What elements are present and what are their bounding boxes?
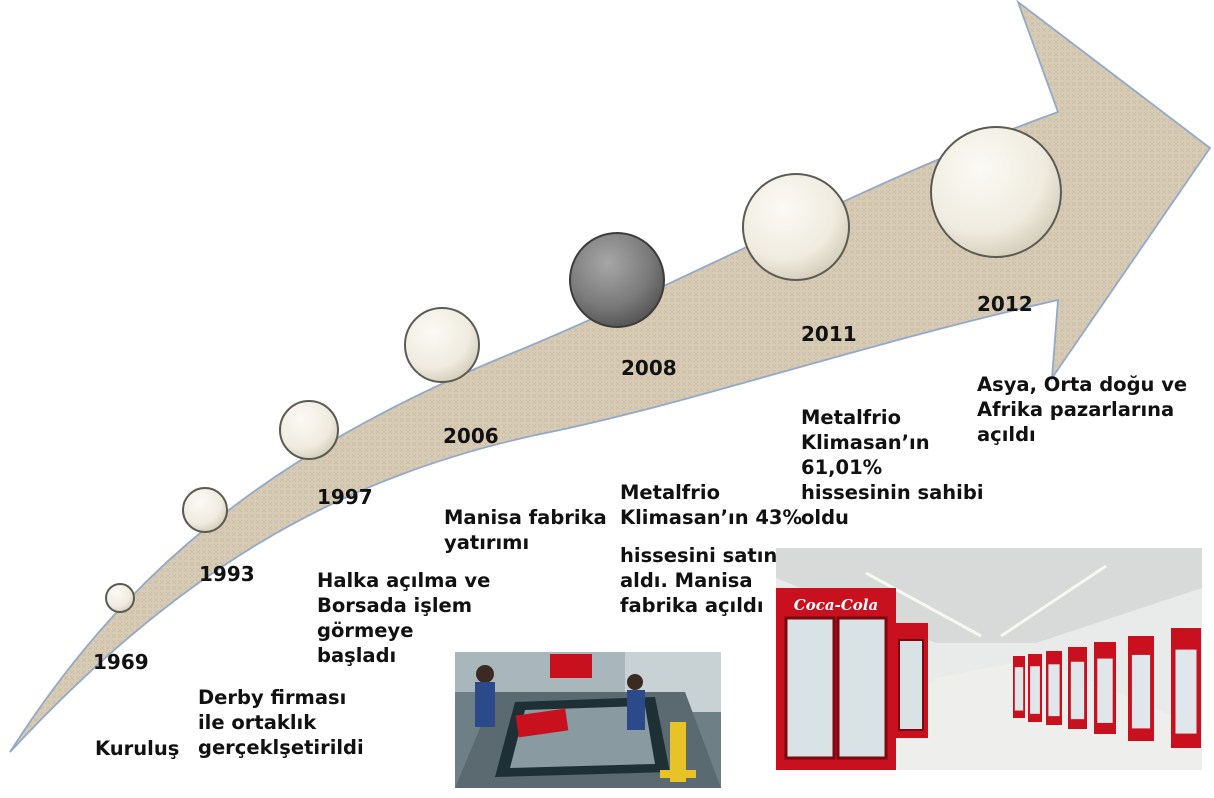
milestone-year-2011: 2011 [801, 322, 857, 346]
factory-photo [455, 652, 721, 788]
milestone-description-line: Borsada işlem [317, 594, 473, 617]
milestone-description-line: Klimasan’ın 43% [620, 506, 803, 529]
milestone-description-line: Derby firması [198, 686, 347, 709]
milestone-year-2012: 2012 [977, 292, 1033, 316]
milestone-description-line: görmeye [317, 619, 414, 642]
coca-cola-cooler-second [894, 623, 928, 738]
brand-logo-text: Coca-Cola [794, 596, 878, 614]
milestone-description-line: aldı. Manisa [620, 569, 753, 592]
milestone-description-line: hissesinin sahibi [801, 481, 984, 504]
cooler-glass-door [1175, 649, 1197, 734]
milestone-marker-2006 [404, 307, 480, 383]
milestone-description-line: yatırımı [444, 531, 530, 554]
milestone-description-line: Klimasan’ın [801, 431, 930, 454]
milestone-description-line: Afrika pazarlarına [977, 398, 1175, 421]
milestone-description-line: gerçeklşetirildi [198, 736, 364, 759]
milestone-year-1993: 1993 [199, 562, 255, 586]
milestone-description-line: hissesini satın [620, 544, 778, 567]
milestone-description-line: Manisa fabrika [444, 506, 607, 529]
milestone-marker-1969 [105, 583, 135, 613]
milestone-marker-2008 [569, 232, 665, 328]
milestone-marker-2012 [930, 126, 1062, 258]
milestone-year-1997: 1997 [317, 485, 373, 509]
milestone-description-line: oldu [801, 506, 849, 529]
cooler-glass-door [1014, 667, 1024, 711]
milestone-description-line: fabrika açıldı [620, 594, 764, 617]
milestone-description-line: ile ortaklık [198, 711, 317, 734]
milestone-description-line: Asya, Orta doğu ve [977, 373, 1188, 396]
milestone-marker-2011 [742, 173, 850, 281]
milestone-description-line: Metalfrio [620, 481, 720, 504]
milestone-description-line: Metalfrio [801, 406, 901, 429]
cooler-glass-door [1097, 658, 1113, 723]
cooler-glass-door [1070, 661, 1085, 720]
milestone-marker-1993 [182, 487, 228, 533]
milestone-marker-1997 [279, 400, 339, 460]
cooler-glass-door [1048, 664, 1060, 717]
milestone-year-1969: 1969 [93, 650, 149, 674]
milestone-description-line: Halka açılma ve [317, 569, 491, 592]
cooler-glass-door [1131, 654, 1151, 729]
milestone-year-2008: 2008 [621, 356, 677, 380]
milestone-description-line: 61,01% [801, 456, 883, 479]
milestone-description-line: başladı [317, 644, 397, 667]
coca-cola-cooler-front: Coca-Cola [776, 588, 896, 770]
cooler-glass-door [1030, 666, 1040, 714]
milestone-description-line: açıldı [977, 423, 1036, 446]
milestone-year-2006: 2006 [443, 424, 499, 448]
warehouse-coolers-photo: Coca-Cola [776, 548, 1202, 770]
milestone-description-line: Kuruluş [95, 737, 180, 760]
